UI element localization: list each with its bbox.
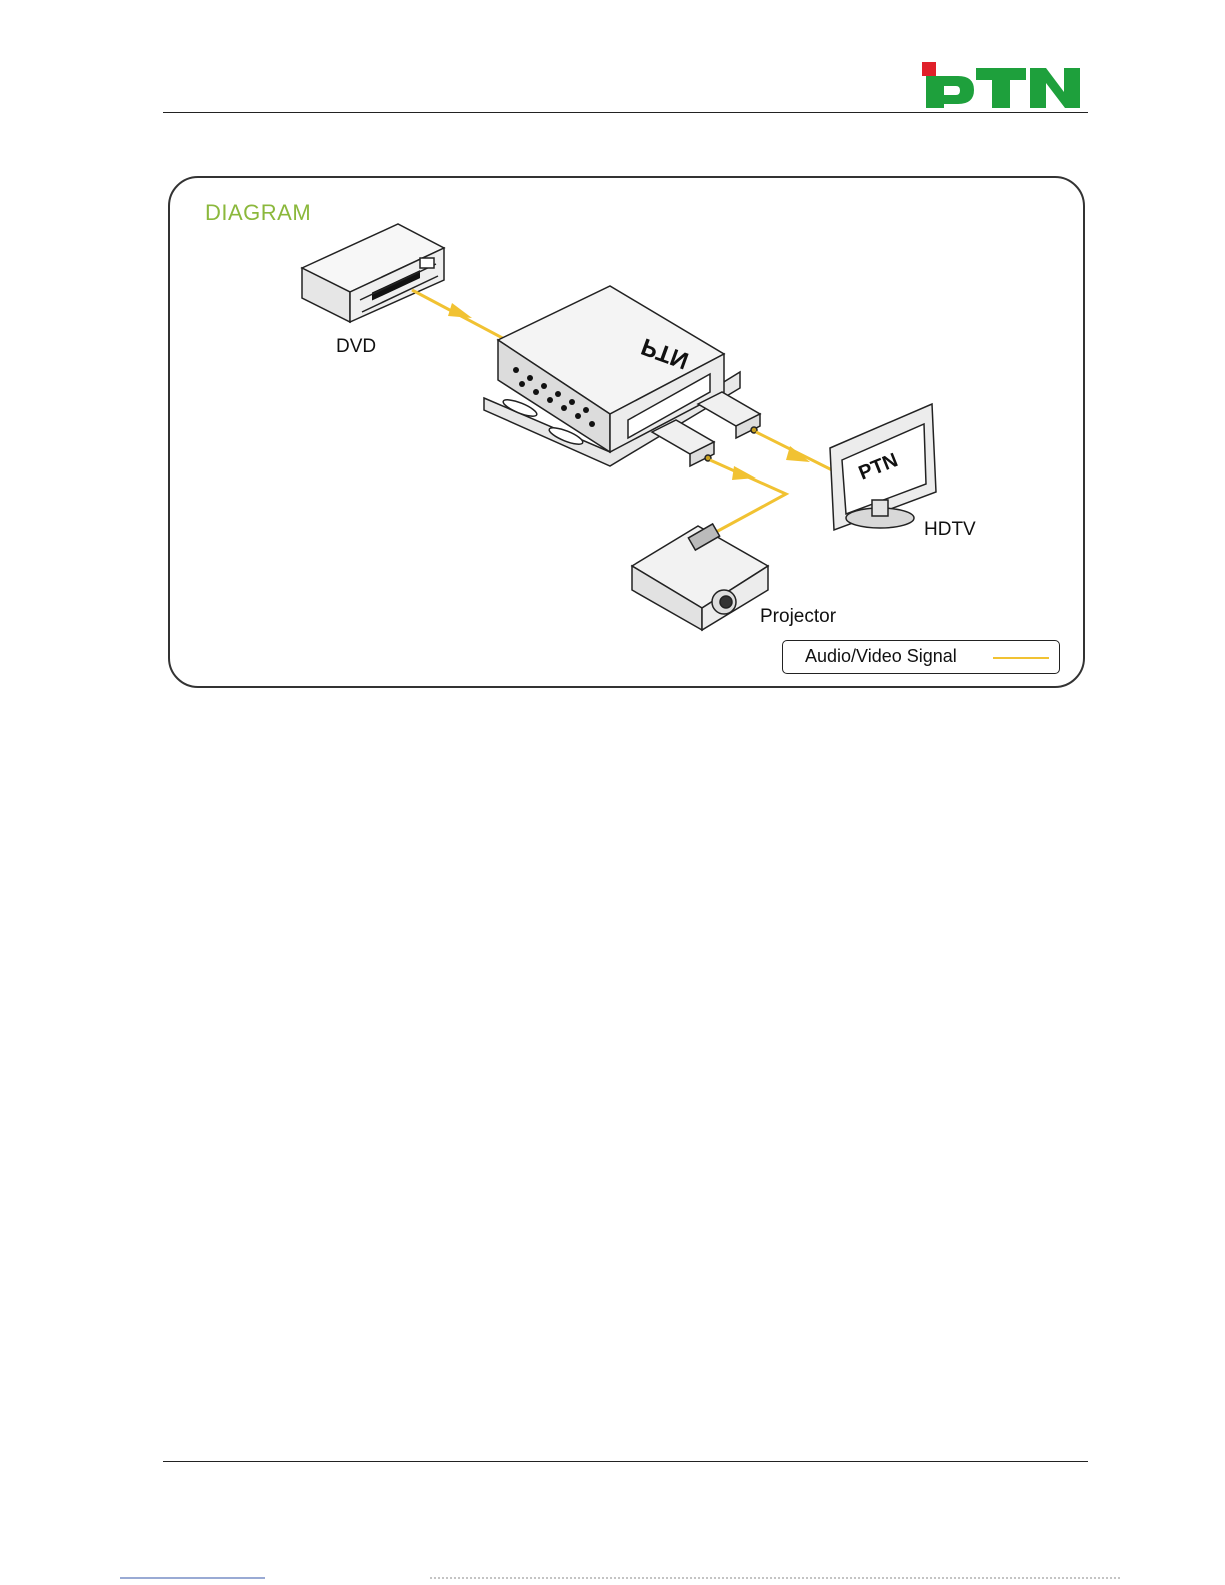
dvd-player-icon xyxy=(302,224,444,322)
hdtv-label: HDTV xyxy=(924,519,976,541)
projector-label: Projector xyxy=(760,606,836,628)
hdmi-plug-icon xyxy=(652,420,714,466)
signal-splitter-to-hdtv xyxy=(756,432,832,470)
projector-icon xyxy=(632,524,768,630)
hdtv-icon: PTN xyxy=(830,404,936,530)
legend-line xyxy=(993,657,1049,659)
signal-dvd-to-splitter xyxy=(412,290,510,342)
footer-strip xyxy=(0,1572,1225,1585)
footer-rule xyxy=(163,1461,1088,1462)
hdmi-plug-icon xyxy=(698,392,760,438)
signal-legend: Audio/Video Signal xyxy=(782,640,1060,674)
signal-splitter-to-projector xyxy=(710,460,786,532)
dvd-label: DVD xyxy=(336,336,376,358)
legend-text: Audio/Video Signal xyxy=(805,646,957,667)
